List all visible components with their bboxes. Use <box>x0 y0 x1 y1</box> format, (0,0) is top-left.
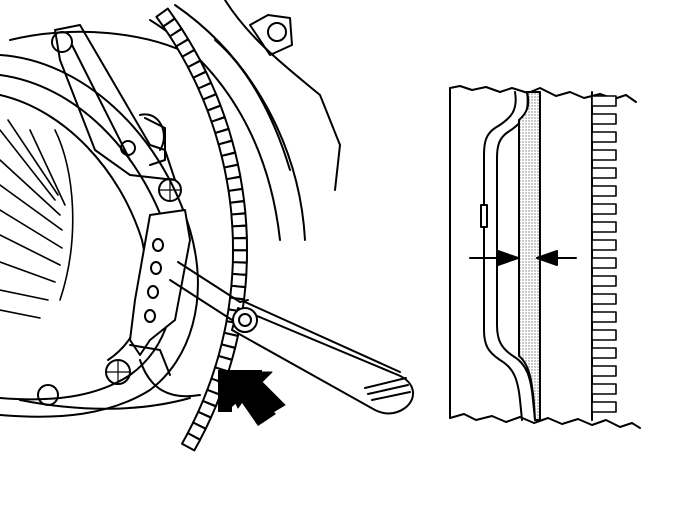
flywheel-tooth <box>591 257 617 269</box>
ring-gear-tooth <box>230 272 248 288</box>
flywheel-tooth <box>591 365 617 377</box>
flywheel-tooth <box>591 383 617 395</box>
right-view <box>449 85 641 429</box>
flywheel-tooth <box>591 131 617 143</box>
flywheel-tooth <box>591 167 617 179</box>
left-view <box>0 0 414 452</box>
section-flywheel-teeth <box>591 95 617 413</box>
ring-gear-tooth <box>231 261 248 276</box>
flywheel-tooth <box>591 95 617 107</box>
flywheel-tooth <box>591 221 617 233</box>
ring-gear-tooth <box>181 432 202 452</box>
flywheel-tooth <box>591 311 617 323</box>
flywheel-tooth <box>591 149 617 161</box>
flywheel-tooth <box>591 401 617 413</box>
ring-gear-teeth <box>155 7 248 452</box>
flywheel-tooth <box>591 329 617 341</box>
flywheel-tooth <box>591 203 617 215</box>
lower-outline <box>19 359 201 410</box>
section-friction-lining <box>518 91 541 421</box>
flywheel-tooth <box>591 239 617 251</box>
diaphragm-fingers <box>0 119 74 319</box>
section-flywheel <box>591 91 617 421</box>
flywheel-tooth <box>591 113 617 125</box>
ring-gear-tooth <box>230 212 248 228</box>
ring-gear-tooth <box>231 237 248 252</box>
ring-gear-tooth <box>229 200 247 216</box>
flywheel-tooth <box>591 347 617 359</box>
gap-measurement <box>469 250 577 266</box>
flywheel-tooth <box>591 275 617 287</box>
lever-plate <box>129 209 191 376</box>
flywheel-tooth <box>591 185 617 197</box>
feeler-gauge <box>169 261 414 415</box>
callout-arrow-icon <box>218 370 286 426</box>
ring-gear-tooth <box>231 224 248 240</box>
flywheel-tooth <box>591 293 617 305</box>
ring-gear-tooth <box>231 249 248 264</box>
